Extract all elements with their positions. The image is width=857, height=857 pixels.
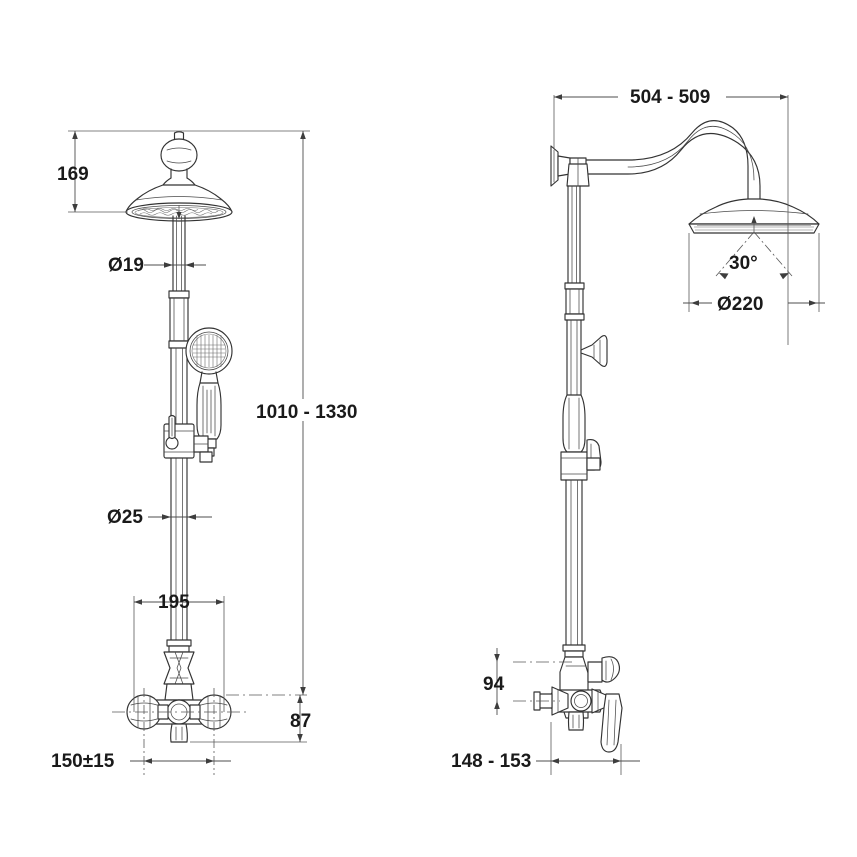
dim-label-148-153: 148 - 153	[451, 751, 531, 772]
swan-neck-arm	[569, 120, 761, 193]
rain-shower-head	[125, 131, 233, 222]
dimension-riser-large-dia: Ø25	[107, 507, 212, 528]
riser-pipe-side-bottom	[565, 479, 583, 646]
dimension-valve-height-offset: 94	[483, 648, 575, 715]
hand-shower	[185, 327, 233, 457]
arm-riser-tee	[566, 157, 590, 187]
wall-flange	[550, 145, 571, 187]
upper-riser-pipe	[172, 215, 186, 292]
riser-pipe-side	[567, 185, 581, 284]
dimension-riser-small-dia: Ø19	[108, 255, 206, 276]
dimension-overall-height: 1010 - 1330	[256, 131, 357, 695]
dim-label-d220: Ø220	[717, 294, 763, 315]
dimension-valve-projection: 148 - 153	[451, 722, 640, 775]
dim-label-87: 87	[290, 711, 311, 732]
dim-label-1010-1330: 1010 - 1330	[256, 402, 357, 423]
dim-label-30-deg: 30°	[729, 253, 758, 274]
dimension-valve-depth: 87	[190, 694, 311, 743]
riser-coupling	[168, 290, 190, 349]
dim-label-d19: Ø19	[108, 255, 144, 276]
side-view-group: 504 - 509 30° Ø220 94	[451, 87, 825, 775]
dim-label-169: 169	[57, 164, 89, 185]
front-view-group: 169 Ø19 Ø25 1010 - 1330	[51, 130, 357, 775]
riser-coupling-side	[564, 282, 585, 321]
thermostatic-mixer-side	[533, 644, 623, 753]
dimension-head-diameter: Ø220	[683, 233, 825, 315]
dim-label-195: 195	[158, 592, 190, 613]
dim-label-d25: Ø25	[107, 507, 143, 528]
riser-pipe-side-lower	[566, 319, 582, 396]
diverter-valve-side	[560, 394, 602, 481]
dimension-inlet-centers: 150±15	[51, 688, 231, 775]
lower-riser-pipe	[170, 347, 188, 641]
thermostatic-mixer	[126, 639, 232, 743]
dimension-head-height: 169	[57, 130, 310, 213]
dim-label-94: 94	[483, 674, 505, 695]
diverter-valve	[163, 414, 213, 463]
rain-shower-head-side	[688, 191, 820, 234]
hand-shower-holder-side	[580, 334, 608, 368]
dim-label-504-509: 504 - 509	[630, 87, 710, 108]
dimension-valve-width: 195	[133, 592, 225, 712]
dim-label-150-15: 150±15	[51, 751, 115, 772]
hand-shower-spray-face	[191, 333, 227, 369]
dimension-spray-angle: 30°	[715, 231, 793, 280]
